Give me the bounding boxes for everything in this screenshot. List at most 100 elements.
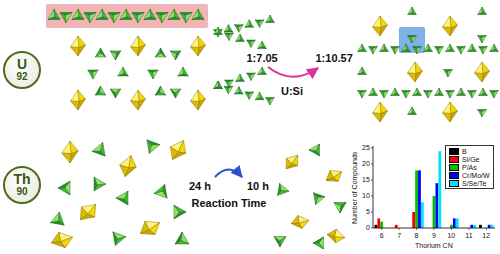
tick-label: 8 — [415, 232, 419, 240]
axis-title: Number of Compounds — [351, 152, 359, 224]
x-tick — [416, 228, 417, 230]
tetrahedron-face — [175, 232, 185, 246]
tetrahedron-face — [168, 17, 180, 20]
polyhedron-face — [125, 165, 136, 179]
silicate-tetrahedron — [380, 44, 389, 52]
chart-bar — [470, 225, 473, 228]
tick-label: 9 — [432, 232, 436, 240]
silicate-tetrahedron — [92, 140, 109, 156]
polyhedron-face — [78, 45, 86, 56]
silicate-tetrahedron — [408, 36, 417, 44]
tetrahedron-face — [50, 220, 64, 225]
tetrahedron-face — [457, 94, 466, 96]
tetrahedron-face — [88, 70, 98, 72]
silicate-tetrahedron — [245, 20, 254, 28]
y-tick — [371, 180, 373, 181]
tetrahedron-face — [60, 13, 72, 16]
polyhedron-face — [62, 153, 72, 163]
actinide-polyhedron — [131, 90, 146, 110]
tetrahedron-face — [258, 73, 267, 75]
silicate-tetrahedron — [50, 211, 66, 225]
legend-swatch — [449, 180, 459, 187]
element-symbol: Th — [13, 172, 30, 187]
silicate-tetrahedron — [58, 181, 76, 198]
silicate-tetrahedron — [247, 73, 256, 81]
silicate-tetrahedron — [247, 40, 256, 48]
tetrahedron-face — [313, 237, 325, 245]
tetrahedron-face — [116, 195, 130, 205]
tetrahedron-face — [314, 144, 325, 156]
tetrahedron-face — [446, 91, 455, 93]
polyhedron-face — [373, 16, 382, 28]
x-tick — [399, 228, 400, 230]
tetrahedron-face — [132, 13, 144, 16]
silicate-tetrahedron — [479, 88, 488, 96]
actinide-polyhedron — [191, 90, 206, 110]
silicate-tetrahedron — [457, 47, 466, 55]
tetrahedron-face — [245, 92, 254, 94]
silicate-tetrahedron — [468, 44, 477, 52]
chart-bar — [453, 218, 456, 228]
polyhedron-face — [191, 90, 200, 102]
silicate-tetrahedron — [380, 91, 389, 99]
legend-entry: P/As — [449, 163, 490, 171]
tick-label: 6 — [380, 232, 384, 240]
time-label: 24 h — [189, 180, 211, 192]
silicate-tetrahedron — [120, 9, 132, 20]
silicate-tetrahedron — [478, 110, 487, 118]
silicate-tetrahedron — [424, 91, 433, 99]
tetrahedron-face — [309, 148, 321, 156]
tetrahedron-face — [490, 91, 499, 93]
tetrahedron-face — [274, 235, 282, 247]
polyhedron-face — [380, 25, 388, 36]
silicate-tetrahedron — [168, 46, 181, 60]
silicate-tetrahedron — [180, 13, 192, 24]
silicate-tetrahedron — [84, 13, 96, 24]
tetrahedron-face — [110, 46, 120, 55]
silicate-tetrahedron — [258, 41, 267, 49]
ratio-arrow — [268, 67, 318, 77]
actinide-polyhedron — [165, 136, 190, 163]
axis-title: Thorium CN — [415, 242, 453, 250]
polyhedron-face — [443, 102, 452, 114]
silicate-tetrahedron — [225, 33, 234, 41]
actinide-polyhedron — [443, 102, 458, 122]
silicate-tetrahedron — [236, 34, 245, 42]
tetrahedron-face — [478, 36, 487, 38]
tetrahedron-face — [369, 94, 378, 96]
tetrahedron-face — [245, 25, 254, 27]
tetrahedron-face — [224, 86, 233, 88]
tetrahedron-face — [118, 74, 128, 76]
tetrahedron-face — [99, 48, 106, 58]
tetrahedron-face — [120, 17, 132, 20]
tetrahedron-face — [358, 73, 367, 75]
polyhedron-face — [131, 36, 140, 48]
tetrahedron-face — [334, 197, 346, 208]
legend-text: Cr/Mo/W — [462, 172, 490, 179]
tetrahedron-face — [266, 21, 275, 23]
tetrahedron-face — [234, 25, 243, 27]
tetrahedron-face — [457, 47, 466, 49]
tetrahedron-face — [84, 13, 96, 16]
silicate-tetrahedron — [214, 27, 223, 35]
silicate-tetrahedron — [402, 91, 411, 99]
silicate-tetrahedron — [95, 86, 108, 100]
tetrahedron-face — [408, 36, 417, 38]
tick-label: 0 — [366, 224, 370, 232]
x-tick — [486, 228, 487, 230]
tetrahedron-face — [313, 193, 325, 200]
tetrahedron-face — [478, 110, 487, 112]
tetrahedron-face — [247, 73, 256, 75]
tetrahedron-face — [255, 20, 264, 22]
tetrahedron-face — [58, 181, 72, 191]
actinide-polyhedron — [131, 36, 146, 56]
y-axis — [373, 146, 374, 228]
polyhedron-face — [291, 222, 302, 230]
silicate-tetrahedron — [192, 9, 204, 20]
tetrahedron-face — [175, 238, 189, 250]
chart-bar — [375, 225, 378, 228]
tetrahedron-face — [146, 140, 160, 148]
silicate-tetrahedron — [468, 91, 477, 99]
legend-swatch — [449, 172, 459, 179]
polyhedron-face — [408, 62, 417, 74]
